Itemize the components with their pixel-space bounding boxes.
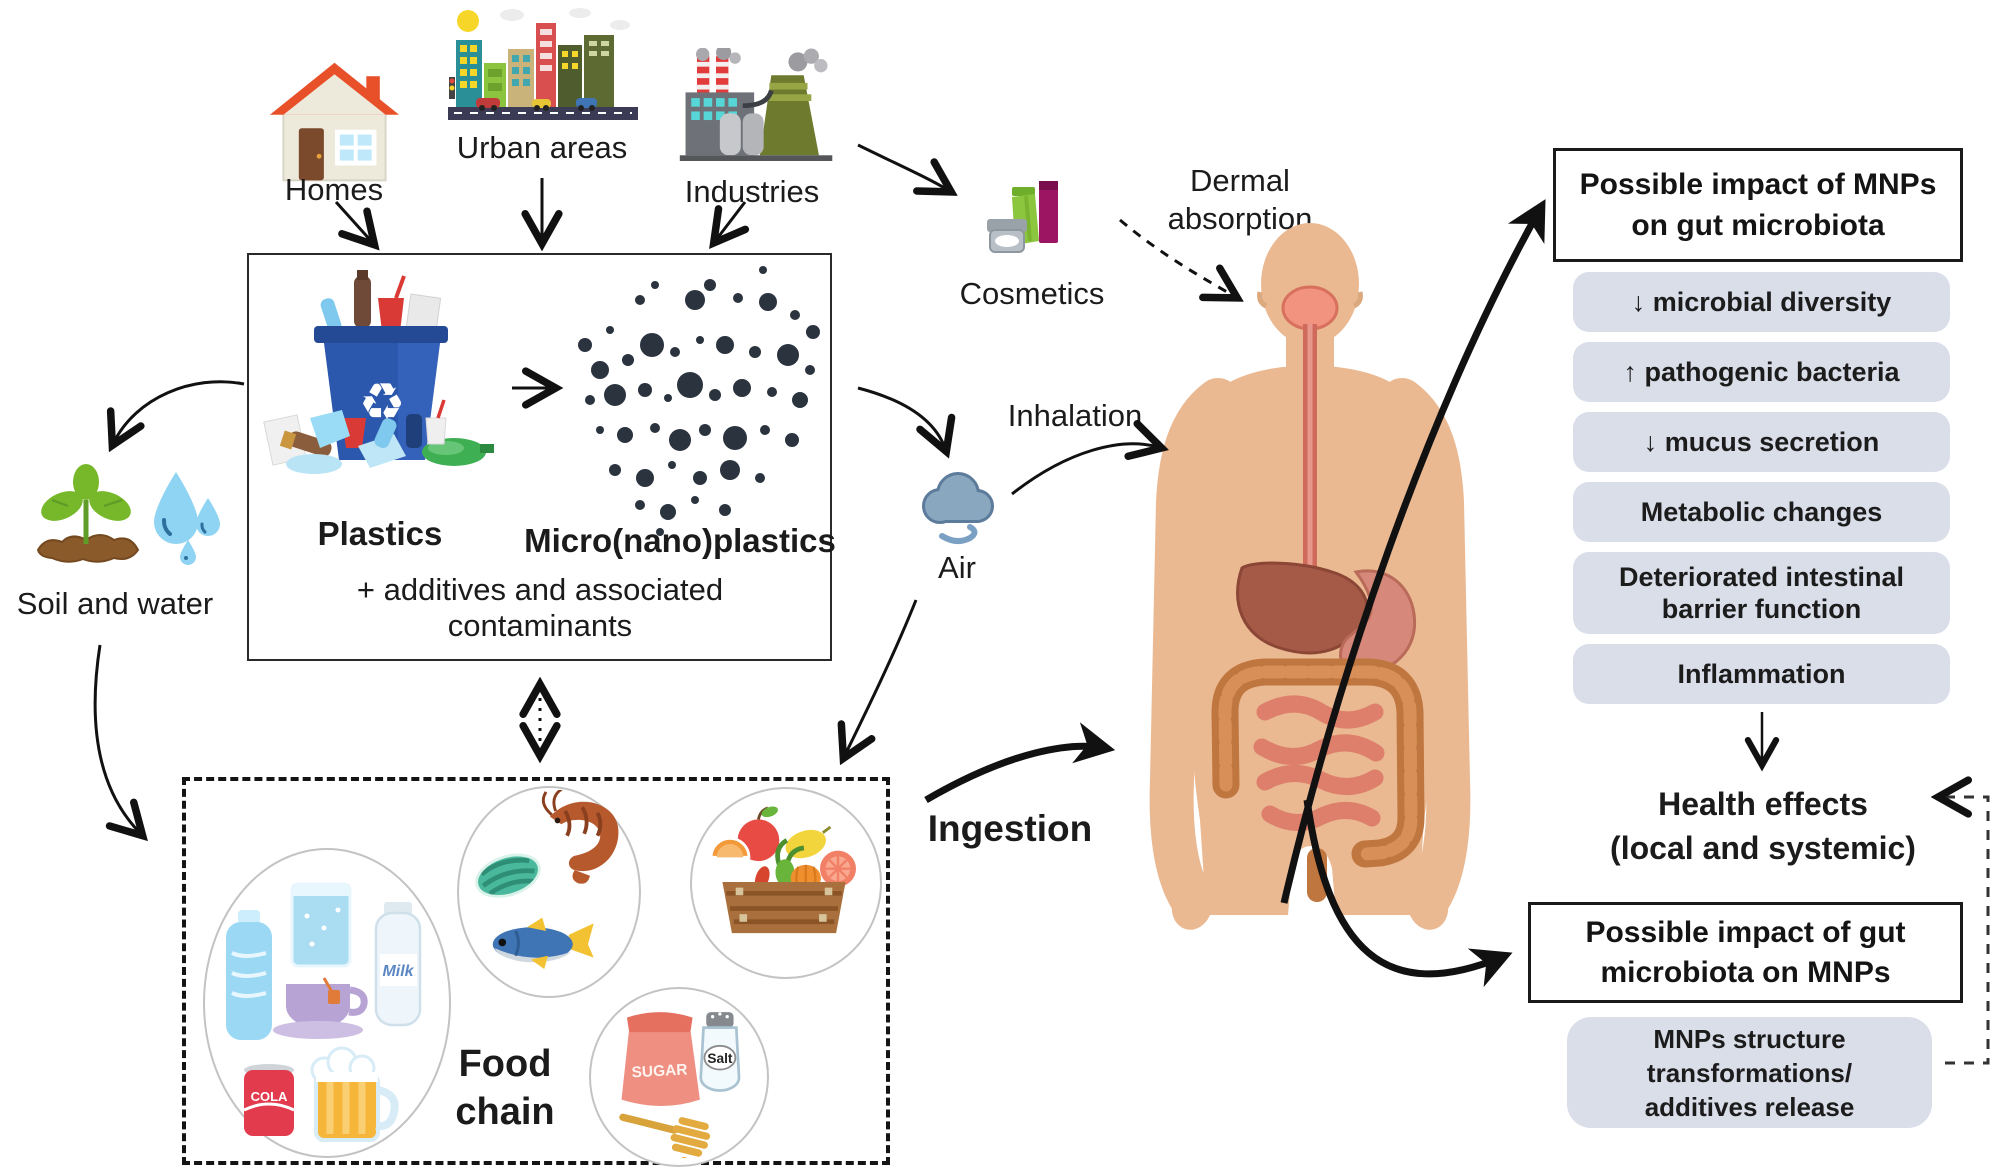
arrow-box-to-soil [114, 380, 245, 442]
impact-mnps-title-line2: on gut microbiota [1631, 209, 1885, 242]
effect-label: Inflammation [1677, 659, 1846, 689]
plastic-waste-bin-icon: ♻ [263, 270, 494, 474]
effect-intestinal-barrier: Deteriorated intestinal barrier function [1573, 552, 1950, 634]
effect-mucus-secretion: ↓ mucus secretion [1573, 412, 1950, 472]
effect-inflammation: Inflammation [1573, 644, 1950, 704]
effect-label: ↓ mucus secretion [1643, 427, 1880, 457]
health-effects-label: Health effects (local and systemic) [1548, 782, 1978, 870]
soil-water-label: Soil and water [16, 586, 214, 621]
effect-microbial-diversity: ↓ microbial diversity [1573, 272, 1950, 332]
drinks-icon: Milk COLA [226, 882, 422, 1142]
health-effects-line1: Health effects [1658, 786, 1868, 822]
cola-label: COLA [251, 1089, 288, 1104]
plant-soil-icon [36, 464, 140, 563]
arrow-gut-to-impact-mnps-thick [1280, 199, 1546, 904]
human-body-digestive-icon [1144, 223, 1476, 930]
sugar-salt-honey-icon: SUGAR Salt [619, 1012, 741, 1158]
seafood-icon [475, 790, 619, 970]
sun-icon [457, 10, 479, 32]
house-icon [269, 62, 400, 182]
arrow-inhalation [1011, 444, 1158, 496]
effect-label: Deteriorated intestinal barrier function [1618, 562, 1905, 624]
impact-gut-title-line2: microbiota on MNPs [1600, 955, 1891, 989]
arrow-industries-to-box [716, 201, 745, 240]
salt-shaker-label: Salt [707, 1051, 732, 1066]
impact-gut-title-line1: Possible impact of gut [1585, 915, 1906, 949]
homes-label: Homes [284, 172, 384, 207]
produce-circle [690, 787, 882, 979]
impact-mnps-title-line1: Possible impact of MNPs [1579, 168, 1937, 201]
arrow-soil-to-foodchain [93, 644, 140, 833]
mnps-structure-line2: transformations/ [1646, 1057, 1853, 1088]
fruits-vegetables-icon [709, 806, 856, 934]
water-drops-icon [154, 472, 220, 565]
additives-line2: contaminants [447, 608, 633, 643]
inhalation-label: Inhalation [1007, 398, 1143, 433]
arrow-industries-to-cosmetics [857, 143, 948, 190]
urban-areas-icon [448, 8, 638, 120]
arrow-gut-to-impact-microbiota-thick [1303, 799, 1513, 988]
cosmetics-icon [987, 181, 1058, 253]
cosmetics-label: Cosmetics [959, 276, 1105, 311]
industries-icon [679, 48, 833, 162]
connector-structure-to-health-dashed [1942, 797, 1990, 1065]
mnps-structure-line1: MNPs structure [1653, 1023, 1846, 1054]
arrow-air-to-foodchain [845, 599, 918, 755]
ingestion-label: Ingestion [927, 808, 1093, 849]
effect-metabolic-changes: Metabolic changes [1573, 482, 1950, 542]
mnps-structure-line3: additives release [1644, 1091, 1855, 1122]
additives-line1: + additives and associated [356, 572, 724, 607]
arrow-homes-to-box [334, 200, 372, 242]
mnps-structure-pill: MNPs structure transformations/ additive… [1567, 1017, 1932, 1128]
air-label: Air [938, 550, 976, 585]
food-chain-label: Food chain [455, 1043, 555, 1133]
milk-label: Milk [382, 963, 414, 980]
cloud-icon [500, 9, 524, 21]
effect-pathogenic-bacteria: ↑ pathogenic bacteria [1573, 342, 1950, 402]
mnp-label: Micro(nano)plastics [524, 522, 836, 559]
plastics-label: Plastics [317, 515, 443, 552]
dermal-absorption-label: Dermal absorption [1167, 163, 1313, 236]
health-effects-line2: (local and systemic) [1610, 830, 1916, 866]
recycle-icon: ♻ [359, 374, 406, 432]
air-cloud-icon [922, 472, 994, 544]
impact-mnps-on-microbiota-box: Possible impact of MNPs on gut microbiot… [1553, 148, 1963, 262]
effect-label: ↑ pathogenic bacteria [1623, 357, 1900, 387]
arrow-ingestion-thick [924, 722, 1116, 804]
impact-microbiota-on-mnps-box: Possible impact of gut microbiota on MNP… [1528, 902, 1963, 1003]
arrow-box-to-air [857, 386, 945, 448]
industries-label: Industries [684, 174, 820, 209]
sugar-bag-label: SUGAR [631, 1061, 688, 1081]
effect-label: Metabolic changes [1640, 497, 1883, 527]
urban-areas-label: Urban areas [456, 130, 628, 165]
micro-nano-plastics-dots-icon [578, 266, 820, 536]
arrow-dermal-absorption-dashed [1119, 218, 1234, 296]
effect-label: ↓ microbial diversity [1631, 287, 1892, 317]
